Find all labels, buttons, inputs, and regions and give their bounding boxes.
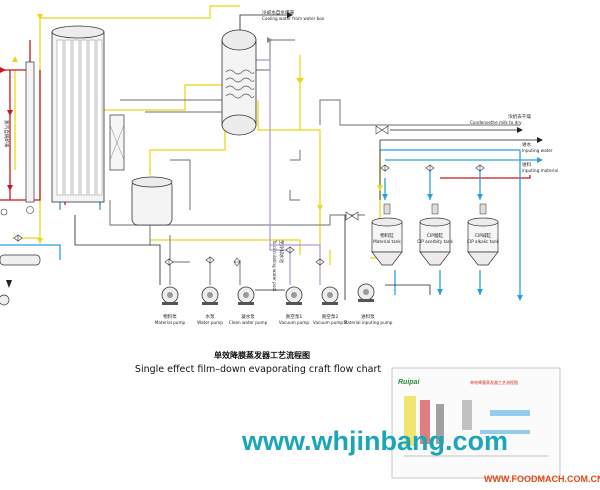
condenser xyxy=(221,29,257,136)
tank-label-cn: 物料缸 xyxy=(380,232,394,239)
material-inputing-pump xyxy=(357,283,375,302)
material-tank xyxy=(371,203,403,266)
cooling-water-label-en: Cooling water from water box xyxy=(262,16,325,21)
material-pump xyxy=(161,286,179,305)
chart-title-cn: 单效降膜蒸发器工艺流程图 xyxy=(214,350,310,360)
clean-water-pump xyxy=(237,286,255,305)
valve xyxy=(375,125,389,135)
valve xyxy=(380,164,390,172)
valve xyxy=(425,164,435,172)
pump-label-cn: 物料泵 xyxy=(163,313,177,320)
evaporator-column xyxy=(51,25,125,203)
water-pump xyxy=(201,286,219,305)
tank-group xyxy=(371,203,499,266)
vacuum-pump-2 xyxy=(321,286,339,305)
pump-label-cn: 真空泵2 xyxy=(322,313,339,320)
valve xyxy=(164,258,174,266)
tank-label-cn: CIP碱缸 xyxy=(475,232,492,239)
preheater xyxy=(0,61,41,288)
inputing-material-label-cn: 进料 xyxy=(522,161,532,168)
chart-title-en: Single effect film–down evaporating craf… xyxy=(135,364,381,375)
vacuum-pump-1 xyxy=(285,286,303,305)
black-pipes xyxy=(74,14,540,300)
stream-labels: 冷却水自水塔来 Cooling water from water box 浓奶去… xyxy=(3,9,558,291)
thumbnail-title: 单效降膜蒸发器工艺流程图 xyxy=(470,379,518,385)
separator-tank xyxy=(131,176,173,226)
cip-alkali-tank xyxy=(467,203,499,266)
inputing-water-label-cn: 进水 xyxy=(522,141,532,148)
valve xyxy=(205,256,215,264)
steam-source-label: 蒸汽自锅炉来 xyxy=(3,120,10,148)
valve xyxy=(285,246,295,254)
valve xyxy=(233,257,241,267)
pump-label-en: Material pump xyxy=(155,320,186,325)
tank-labels: 物料缸 Material tank CIP酸缸 CIP acerbity tan… xyxy=(373,232,499,244)
valve xyxy=(475,164,485,172)
watermark-thumbnail: Ruipai 单效降膜蒸发器工艺流程图 xyxy=(391,367,561,479)
condense-label-cn: 浓奶去干燥 xyxy=(508,113,531,120)
pump-label-en: Vacuum pump 2 xyxy=(313,320,348,325)
pump-label-cn: 进料泵 xyxy=(361,313,375,320)
pump-label-cn: 凝水泵 xyxy=(241,313,255,320)
valve-group xyxy=(13,125,485,267)
valve xyxy=(13,234,23,242)
tank-label-cn: CIP酸缸 xyxy=(427,232,444,239)
pump-label-cn: 水泵 xyxy=(205,313,215,320)
watermark-url: www.whjinbang.com xyxy=(241,426,508,456)
valve xyxy=(315,258,325,266)
cooling-water-label-cn: 冷却水自水塔来 xyxy=(262,9,295,16)
inputing-material-label-en: inputing material xyxy=(522,168,558,173)
pump-label-cn: 真空泵1 xyxy=(286,313,303,320)
pump-label-en: Water pump xyxy=(197,320,223,325)
pump-label-en: Vacuum pump xyxy=(279,320,310,325)
circulating-pool-label-en: To circulating water pool xyxy=(272,239,277,291)
circulating-pool-label-cn: 至冷却水池 xyxy=(278,240,285,263)
logo-text: Ruipai xyxy=(398,379,420,386)
pump-label-en: Clean water pump xyxy=(229,320,268,325)
pump-label-en: Material inputing pump xyxy=(344,320,393,325)
cip-acid-tank xyxy=(419,203,451,266)
inputing-water-label-en: Inputing water xyxy=(522,148,553,153)
tank-label-en: CIP alkalic tank xyxy=(467,239,499,244)
pump-group xyxy=(0,283,375,306)
condense-label-en: Condensethe milk to dry xyxy=(470,120,522,125)
left-pump xyxy=(0,294,10,306)
pump-labels: 物料泵 Material pump 水泵 Water pump 凝水泵 Clea… xyxy=(155,313,393,325)
foodmach-watermark: WWW.FOODMACH.COM.CN xyxy=(484,474,600,484)
tank-label-en: Material tank xyxy=(373,239,401,244)
vacuum-pipes xyxy=(240,59,321,285)
gray-pipes xyxy=(109,39,520,285)
tank-label-en: CIP acerbity tank xyxy=(417,239,453,244)
valve xyxy=(345,211,359,221)
